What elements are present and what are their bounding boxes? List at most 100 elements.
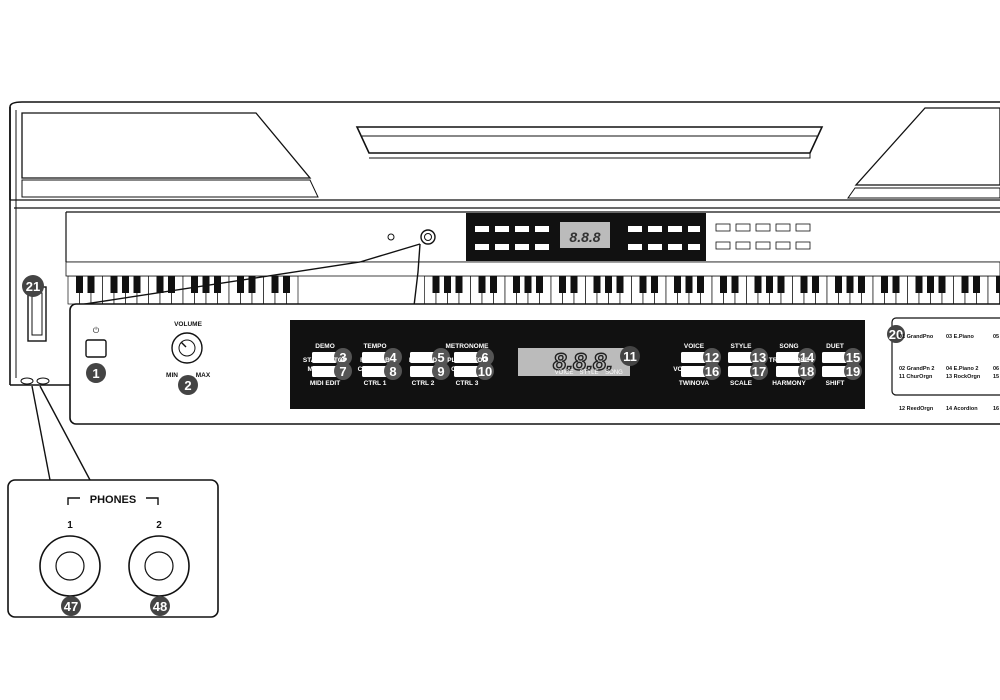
no-button[interactable] [681,366,707,377]
black-key [938,276,946,293]
black-key [973,276,980,293]
song-label: SONG [779,343,798,350]
voice-label: 05 [993,334,999,340]
callout-10-text: 10 [478,364,492,379]
phones-jack-1[interactable] [39,535,101,597]
black-key [168,276,175,293]
start-stop-button[interactable] [312,366,338,377]
shift-button[interactable] [822,366,848,377]
callout-19 [844,362,862,380]
voice-label: 04 E.Piano 2 [946,366,978,372]
callout-17 [750,362,768,380]
metronome-button[interactable] [454,352,480,363]
callout-18 [798,362,816,380]
yes-label: / YES [733,357,750,364]
callout-18-text: 18 [800,364,814,379]
black-key [892,276,900,293]
callout-3 [334,348,352,366]
no-sublabel: TWINOVA [679,380,710,387]
callout-19-text: 19 [846,364,860,379]
callout-6-text: 6 [481,350,488,365]
tempo-down-button[interactable] [362,352,388,363]
black-key [766,276,773,293]
style-label: STYLE [731,343,753,350]
zoom-lines [71,243,421,307]
voice-button[interactable] [681,352,707,363]
callout-14 [798,348,816,366]
volume-knob[interactable] [171,332,203,364]
callout-6 [476,348,494,366]
black-key [559,276,566,293]
phones-jack-2[interactable] [128,535,190,597]
callout-47 [61,596,81,616]
black-key [513,276,520,293]
voice-label: 01 GrandPno [899,334,934,340]
black-key [444,276,451,293]
callout-47-text: 47 [64,599,78,614]
voice-grid: 01 GrandPno 03 E.Piano 05 02 GrandPn 2 04 E.… [899,334,999,412]
fill-label: FILL A / B [360,357,390,364]
voice-label: VOICE [684,343,705,350]
play-stop-button[interactable] [454,366,480,377]
transpose-button[interactable] [776,366,802,377]
volume-section: VOLUME MIN MAX 2 [166,321,211,395]
duet-label: DUET [826,343,844,350]
black-key [881,276,888,293]
display-label-song: SONG [605,370,623,376]
black-key [191,276,198,293]
black-key [202,276,210,293]
yes-sublabel: SCALE [730,380,753,387]
black-key [754,276,762,293]
callout-11-text: 11 [623,349,637,364]
style-button[interactable] [728,352,754,363]
lcd-display: 8.8.8. VOICE STYLE SONG 11 [518,346,640,377]
black-key [731,276,739,293]
callout-8 [384,362,402,380]
callout-7-text: 7 [339,364,346,379]
mini-volume-knob [420,229,436,245]
black-key [996,276,1000,293]
black-key [524,276,532,293]
black-key [570,276,578,293]
callout-10 [476,362,494,380]
callout-5-text: 5 [437,350,444,365]
display-digits: 8.8.8. [553,349,613,376]
black-key [156,276,164,293]
callout-2 [178,375,198,395]
yes-button[interactable] [728,366,754,377]
demo-button[interactable] [312,352,338,363]
black-key [237,276,244,293]
voice-panel: 20 [887,317,1000,396]
black-key [248,276,256,293]
piano-keys [65,261,1000,305]
phones-zoom-lines [31,385,91,481]
callout-1 [86,363,106,383]
fill-sublabel: CTRL 1 [364,380,387,387]
callout-16-text: 16 [705,364,719,379]
transpose-sublabel: HARMONY [772,380,806,387]
tempo-up-button[interactable] [410,352,436,363]
black-key [536,276,543,293]
fill-button[interactable] [362,366,388,377]
black-key [271,276,279,293]
black-key [915,276,923,293]
mini-power-icon [387,233,395,241]
callout-13-text: 13 [752,350,766,365]
voice-label: 13 RockOrgn [946,374,981,380]
voice-label: 03 E.Piano [946,334,974,340]
black-key [674,276,681,293]
song-button[interactable] [776,352,802,363]
voice-label: 02 GrandPn 2 [899,366,934,372]
duet-button[interactable] [822,352,848,363]
record-button[interactable] [410,366,436,377]
transpose-label: TRANSPOSE [769,357,810,364]
callout-11 [620,346,640,366]
black-key [87,276,95,293]
callout-15 [844,348,862,366]
volume-max-label: MAX [196,372,211,379]
power-button[interactable] [85,339,107,358]
